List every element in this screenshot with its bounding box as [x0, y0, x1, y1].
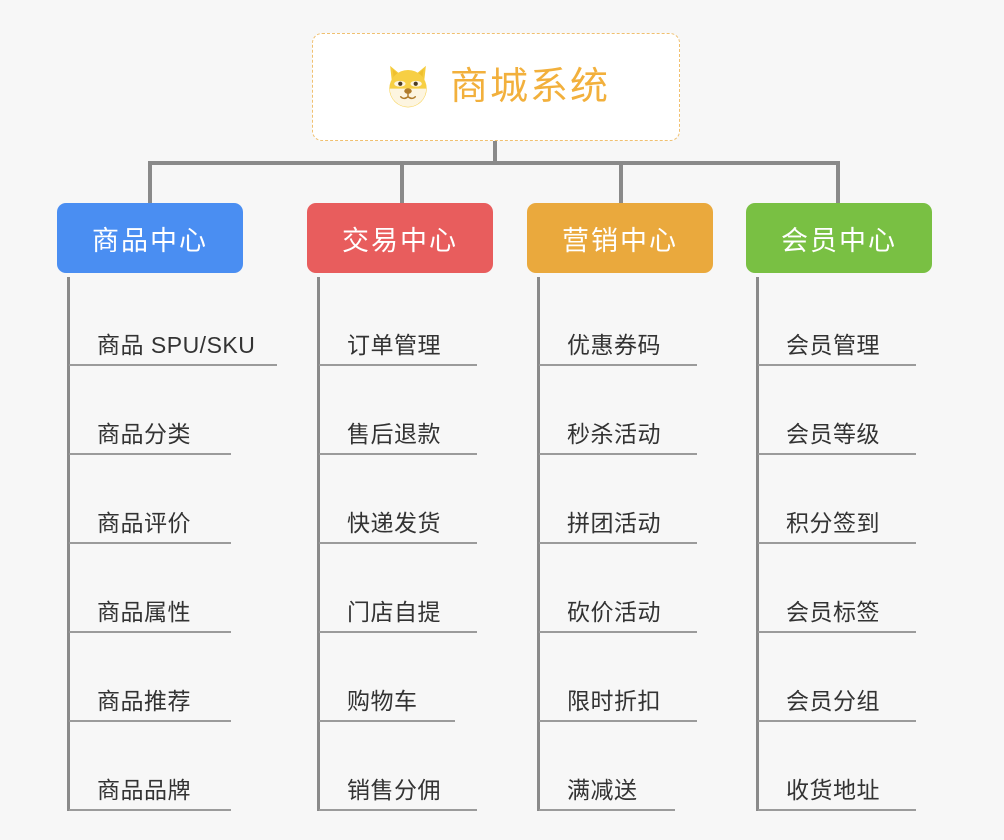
- category-item-label: 商品分类: [97, 421, 191, 447]
- category-item-list: 优惠券码秒杀活动拼团活动砍价活动限时折扣满减送: [527, 277, 713, 811]
- category-item[interactable]: 购物车: [319, 633, 455, 722]
- category-item-label: 优惠券码: [567, 332, 661, 358]
- category-item-label: 满减送: [567, 777, 638, 803]
- category-item-label: 订单管理: [347, 332, 441, 358]
- category-column: 营销中心优惠券码秒杀活动拼团活动砍价活动限时折扣满减送: [527, 203, 713, 811]
- category-item[interactable]: 商品分类: [69, 366, 231, 455]
- category-header-label: 会员中心: [781, 225, 897, 256]
- category-header-label: 营销中心: [562, 225, 678, 256]
- category-item[interactable]: 积分签到: [758, 455, 916, 544]
- category-item[interactable]: 商品属性: [69, 544, 231, 633]
- column-trunk-line: [756, 277, 759, 811]
- category-item-label: 积分签到: [786, 510, 880, 536]
- category-item-label: 会员标签: [786, 599, 880, 625]
- category-item-label: 秒杀活动: [567, 421, 661, 447]
- category-item[interactable]: 售后退款: [319, 366, 477, 455]
- category-item[interactable]: 限时折扣: [539, 633, 697, 722]
- category-header[interactable]: 会员中心: [746, 203, 932, 273]
- category-item-label: 售后退款: [347, 421, 441, 447]
- category-item[interactable]: 会员标签: [758, 544, 916, 633]
- category-item-label: 购物车: [347, 688, 418, 714]
- category-item[interactable]: 秒杀活动: [539, 366, 697, 455]
- column-trunk-line: [317, 277, 320, 811]
- category-header[interactable]: 商品中心: [57, 203, 243, 273]
- category-item-label: 商品推荐: [97, 688, 191, 714]
- category-item[interactable]: 优惠券码: [539, 277, 697, 366]
- category-item-label: 商品评价: [97, 510, 191, 536]
- category-item[interactable]: 订单管理: [319, 277, 477, 366]
- category-item[interactable]: 收货地址: [758, 722, 916, 811]
- category-item-label: 会员等级: [786, 421, 880, 447]
- category-column: 交易中心订单管理售后退款快递发货门店自提购物车销售分佣: [307, 203, 493, 811]
- category-item[interactable]: 门店自提: [319, 544, 477, 633]
- column-trunk-line: [67, 277, 70, 811]
- category-item-label: 收货地址: [786, 777, 880, 803]
- category-item[interactable]: 会员分组: [758, 633, 916, 722]
- category-column: 商品中心商品 SPU/SKU 商品分类商品评价商品属性商品推荐商品品牌: [57, 203, 277, 811]
- category-header[interactable]: 交易中心: [307, 203, 493, 273]
- connector-bus: [150, 161, 839, 165]
- category-item-label: 快递发货: [347, 510, 441, 536]
- category-item[interactable]: 销售分佣: [319, 722, 477, 811]
- category-header[interactable]: 营销中心: [527, 203, 713, 273]
- connector-branch-1: [148, 161, 152, 205]
- category-item-label: 会员分组: [786, 688, 880, 714]
- category-header-label: 商品中心: [92, 225, 208, 256]
- connector-root-stem: [493, 141, 497, 163]
- column-trunk-line: [537, 277, 540, 811]
- category-item-label: 砍价活动: [567, 599, 661, 625]
- category-item-list: 商品 SPU/SKU 商品分类商品评价商品属性商品推荐商品品牌: [57, 277, 277, 811]
- category-item-label: 拼团活动: [567, 510, 661, 536]
- category-item-label: 限时折扣: [567, 688, 661, 714]
- category-item[interactable]: 拼团活动: [539, 455, 697, 544]
- category-item-label: 商品品牌: [97, 777, 191, 803]
- shiba-dog-face-icon: [389, 65, 427, 108]
- category-item-list: 订单管理售后退款快递发货门店自提购物车销售分佣: [307, 277, 493, 811]
- category-header-label: 交易中心: [342, 225, 458, 256]
- category-item-label: 会员管理: [786, 332, 880, 358]
- root-title: 商城系统: [449, 66, 610, 108]
- category-item[interactable]: 满减送: [539, 722, 675, 811]
- connector-branch-3: [619, 161, 623, 205]
- root-node[interactable]: 商城系统: [312, 33, 680, 141]
- category-item-list: 会员管理会员等级积分签到会员标签会员分组收货地址: [746, 277, 932, 811]
- category-item[interactable]: 商品推荐: [69, 633, 231, 722]
- category-item[interactable]: 会员管理: [758, 277, 916, 366]
- category-item[interactable]: 商品评价: [69, 455, 231, 544]
- category-item-label: 商品属性: [97, 599, 191, 625]
- category-item-label: 销售分佣: [347, 777, 441, 803]
- connector-branch-4: [836, 161, 840, 205]
- connector-branch-2: [400, 161, 404, 205]
- category-item-label: 门店自提: [347, 599, 441, 625]
- category-item[interactable]: 快递发货: [319, 455, 477, 544]
- category-item[interactable]: 砍价活动: [539, 544, 697, 633]
- category-item[interactable]: 商品品牌: [69, 722, 231, 811]
- category-item[interactable]: 商品 SPU/SKU: [69, 277, 277, 366]
- category-column: 会员中心会员管理会员等级积分签到会员标签会员分组收货地址: [746, 203, 932, 811]
- category-item[interactable]: 会员等级: [758, 366, 916, 455]
- category-item-label: 商品 SPU/SKU: [97, 332, 256, 358]
